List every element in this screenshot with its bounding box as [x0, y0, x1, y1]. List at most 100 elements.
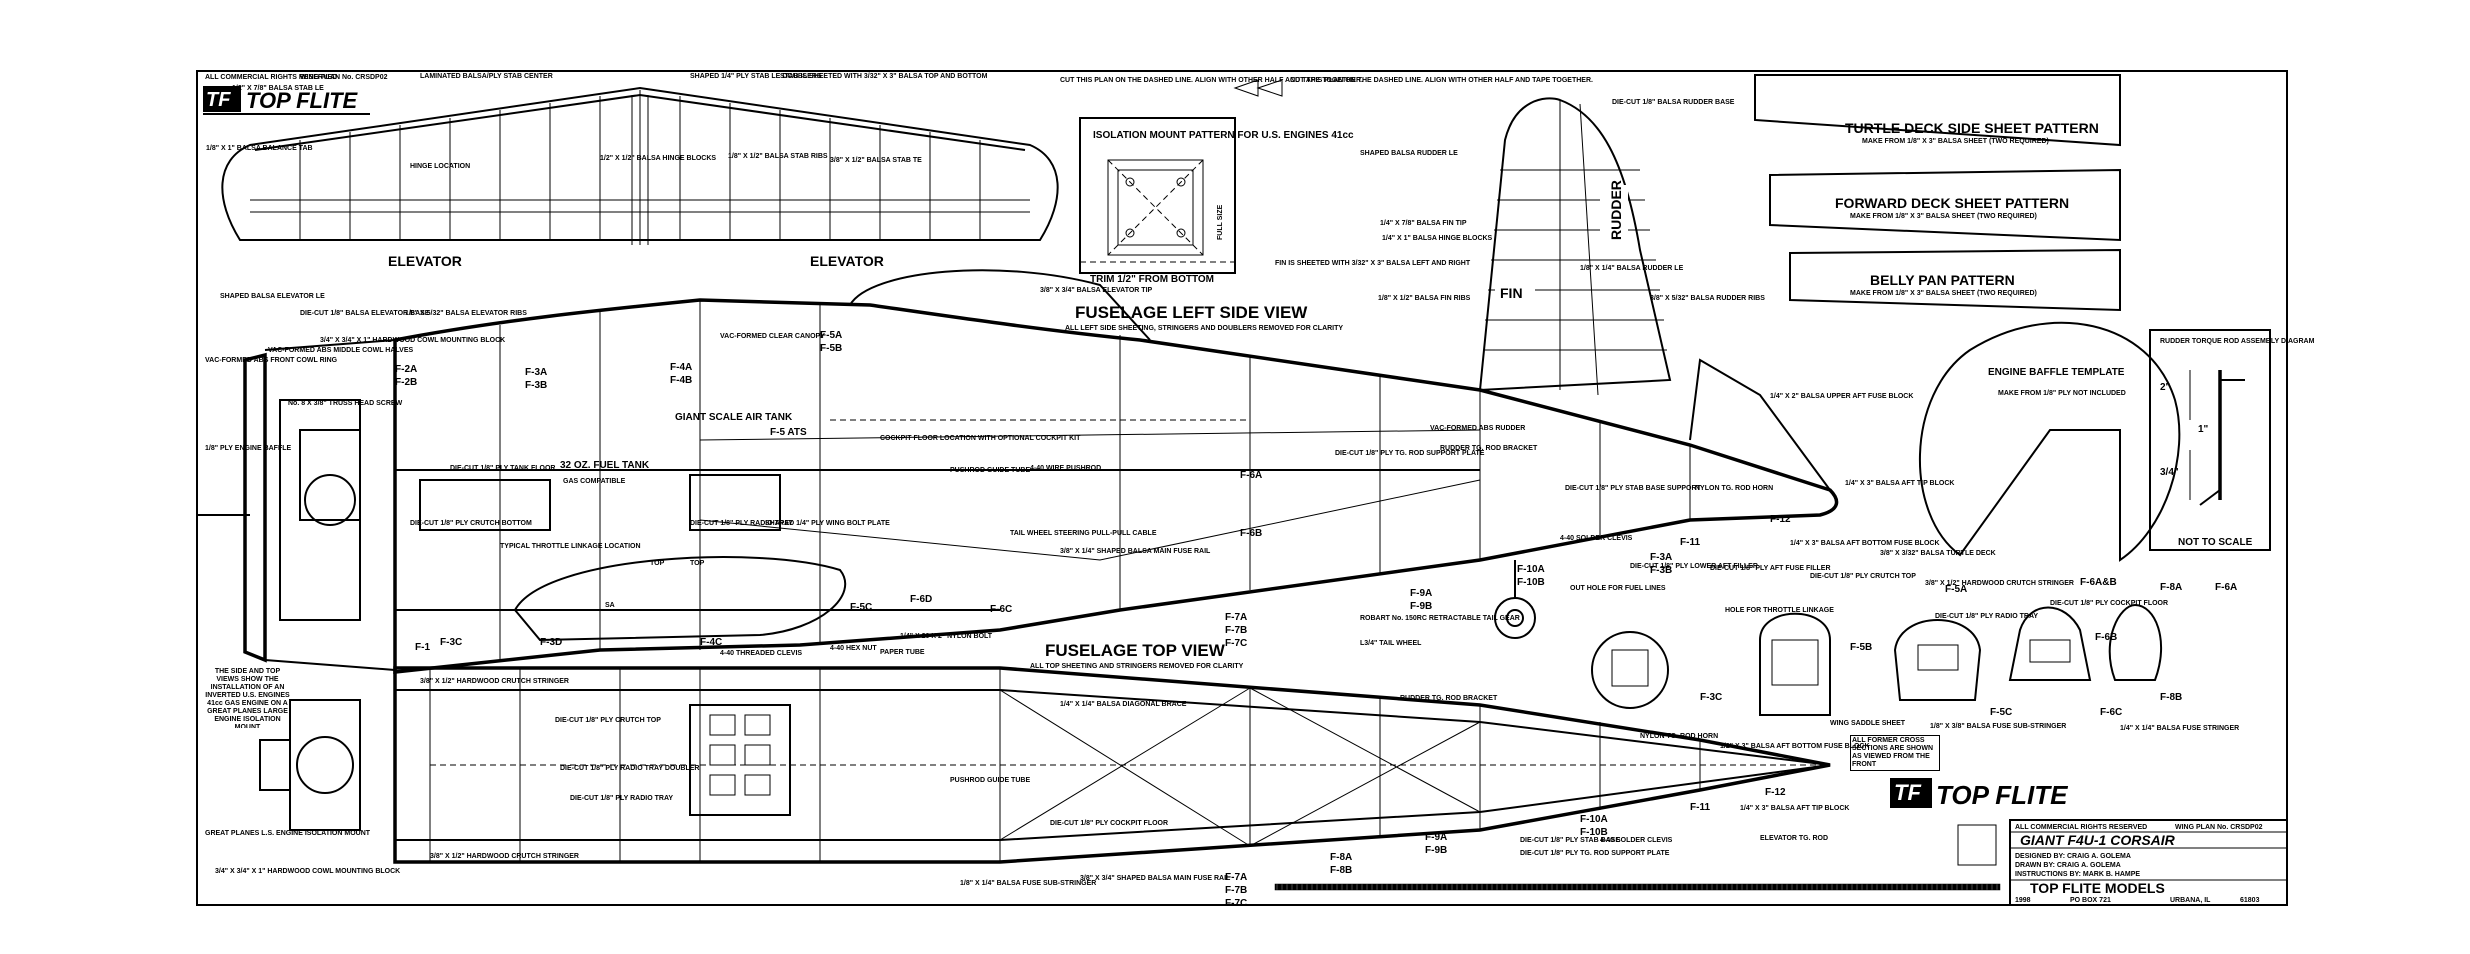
side-view-title: FUSELAGE LEFT SIDE VIEW [1075, 303, 1308, 322]
svg-text:TOP FLITE: TOP FLITE [246, 88, 359, 113]
svg-text:F-7C: F-7C [1225, 638, 1247, 649]
svg-text:F-10A: F-10A [1517, 564, 1545, 575]
belly-pan-pattern: BELLY PAN PATTERN MAKE FROM 1/8" X 3" BA… [1789, 248, 2121, 312]
side-view-former-labels: F-2A F-2B F-1 F-3A F-3B F-4A F-4B F-5A F… [395, 330, 1791, 653]
fin-rudder-drawing: RUDDER FIN DIE-CUT 1/8" BALSA RUDDER BAS… [1275, 97, 1765, 396]
svg-text:TRIM 1/2" FROM BOTTOM: TRIM 1/2" FROM BOTTOM [1090, 274, 1214, 285]
svg-text:GIANT SCALE AIR TANK: GIANT SCALE AIR TANK [675, 412, 793, 423]
svg-text:F-7A: F-7A [1225, 612, 1247, 623]
elevator-left-title: ELEVATOR [388, 253, 462, 269]
svg-text:F-8B: F-8B [2160, 692, 2182, 703]
header-rights: ALL COMMERCIAL RIGHTS RESERVED [205, 74, 337, 81]
svg-text:TF: TF [1894, 780, 1921, 805]
header-plan-no: WING PLAN No. CRSDP02 [300, 74, 388, 81]
svg-text:F-10B: F-10B [1517, 577, 1545, 588]
svg-text:3/8" X 1/2" HARDWOOD CRUTCH ST: 3/8" X 1/2" HARDWOOD CRUTCH STRINGER [420, 678, 569, 685]
svg-text:F-6C: F-6C [990, 604, 1012, 615]
cut-arrow-icon [1233, 79, 1283, 97]
svg-text:FULL SIZE: FULL SIZE [1217, 204, 1224, 240]
svg-text:GAS COMPATIBLE: GAS COMPATIBLE [563, 478, 626, 485]
svg-text:DIE-CUT 1/8" PLY RADIO TRAY: DIE-CUT 1/8" PLY RADIO TRAY [1935, 613, 2038, 620]
svg-text:F-6A: F-6A [2215, 582, 2237, 593]
svg-text:FIN IS SHEETED WITH 3/32" X 3": FIN IS SHEETED WITH 3/32" X 3" BALSA LEF… [1275, 260, 1471, 267]
svg-text:4-40 THREADED CLEVIS: 4-40 THREADED CLEVIS [720, 650, 802, 657]
svg-text:ROBART No. 150RC RETRACTABLE T: ROBART No. 150RC RETRACTABLE TAIL GEAR [1360, 615, 1520, 622]
svg-text:F-12: F-12 [1765, 787, 1786, 798]
svg-text:DIE-CUT 1/8" PLY RADIO TRAY: DIE-CUT 1/8" PLY RADIO TRAY [690, 520, 793, 527]
top-view-former-labels: F-7A F-7B F-7C F-8A F-8B F-9A F-9B F-10A… [1225, 787, 1786, 909]
svg-text:1/2" X 3" BALSA AFT BOTTOM FUS: 1/2" X 3" BALSA AFT BOTTOM FUSE BLOCK [1720, 743, 1870, 750]
svg-text:1": 1" [2198, 424, 2209, 435]
svg-text:F-6A&B: F-6A&B [2080, 577, 2117, 588]
side-view-subtitle: ALL LEFT SIDE SHEETING, STRINGERS AND DO… [1065, 325, 1343, 332]
top-view-note: THE SIDE AND TOP VIEWS SHOW THE INSTALLA… [205, 668, 289, 728]
svg-text:F-7B: F-7B [1225, 885, 1247, 896]
top-view-callouts: 3/8" X 1/2" HARDWOOD CRUTCH STRINGER DIE… [205, 678, 1870, 887]
svg-text:F-3B: F-3B [1650, 565, 1672, 576]
svg-text:COCKPIT FLOOR LOCATION WITH OP: COCKPIT FLOOR LOCATION WITH OPTIONAL COC… [880, 435, 1081, 442]
svg-text:F-5C: F-5C [850, 602, 872, 613]
svg-text:F-6C: F-6C [2100, 707, 2122, 718]
svg-text:F-6A: F-6A [1240, 470, 1262, 481]
svg-text:SHAPED 1/4" PLY WING BOLT PLAT: SHAPED 1/4" PLY WING BOLT PLATE [765, 520, 890, 527]
svg-text:GREAT PLANES L.S. ENGINE ISOLA: GREAT PLANES L.S. ENGINE ISOLATION MOUNT [205, 830, 371, 837]
instructions-by: INSTRUCTIONS BY: MARK B. HAMPE [2015, 871, 2140, 878]
svg-text:WING SADDLE SHEET: WING SADDLE SHEET [1830, 720, 1906, 727]
title-block-logo: TF TOP FLITE [1890, 778, 2068, 810]
svg-text:LAMINATED BALSA/PLY STAB CENTE: LAMINATED BALSA/PLY STAB CENTER [420, 73, 553, 80]
svg-text:F-9A: F-9A [1425, 832, 1447, 843]
svg-text:1/4" X 7/8" BALSA FIN TIP: 1/4" X 7/8" BALSA FIN TIP [1380, 220, 1467, 227]
svg-text:NYLON TG. ROD HORN: NYLON TG. ROD HORN [1695, 485, 1773, 492]
svg-text:DIE-CUT 1/8" PLY RADIO TRAY: DIE-CUT 1/8" PLY RADIO TRAY [570, 795, 673, 802]
rudder-title: RUDDER [1608, 180, 1624, 240]
svg-text:TURTLE DECK SIDE SHEET PATTERN: TURTLE DECK SIDE SHEET PATTERN [1845, 120, 2099, 136]
svg-text:DIE-CUT 1/8" PLY COCKPIT FLOOR: DIE-CUT 1/8" PLY COCKPIT FLOOR [2050, 600, 2168, 607]
svg-text:1/8" X 1/2" BALSA FIN RIBS: 1/8" X 1/2" BALSA FIN RIBS [1378, 295, 1471, 302]
svg-text:4-40 SOLDER CLEVIS: 4-40 SOLDER CLEVIS [1560, 535, 1633, 542]
svg-text:F-1: F-1 [415, 642, 430, 653]
model-name: GIANT F4U-1 CORSAIR [2020, 832, 2176, 848]
svg-text:DIE-CUT 1/8" PLY TANK FLOOR: DIE-CUT 1/8" PLY TANK FLOOR [450, 465, 555, 472]
svg-text:VAC-FORMED ABS RUDDER: VAC-FORMED ABS RUDDER [1430, 425, 1525, 432]
svg-text:ISOLATION MOUNT PATTERN FOR U.: ISOLATION MOUNT PATTERN FOR U.S. ENGINES… [1093, 130, 1354, 141]
top-view-title: FUSELAGE TOP VIEW [1045, 641, 1226, 660]
svg-text:3/8" X 1/4" SHAPED BALSA MAIN: 3/8" X 1/4" SHAPED BALSA MAIN FUSE RAIL [1060, 548, 1211, 555]
svg-text:1/8" PLY ENGINE BAFFLE: 1/8" PLY ENGINE BAFFLE [205, 445, 292, 452]
svg-text:F-3B: F-3B [525, 380, 547, 391]
svg-text:No. 8 X 3/8" TRUSS HEAD SCREW: No. 8 X 3/8" TRUSS HEAD SCREW [288, 400, 403, 407]
svg-text:VAC-FORMED CLEAR CANOPY: VAC-FORMED CLEAR CANOPY [720, 333, 825, 340]
svg-text:MAKE FROM 1/8" X 3" BALSA SHEE: MAKE FROM 1/8" X 3" BALSA SHEET (TWO REQ… [1862, 138, 2049, 145]
forward-deck-pattern: FORWARD DECK SHEET PATTERN MAKE FROM 1/8… [1769, 168, 2121, 242]
scale-ruler [1274, 883, 2001, 891]
svg-text:PAPER TUBE: PAPER TUBE [880, 649, 925, 656]
svg-text:F-5A: F-5A [820, 330, 842, 341]
svg-text:SHAPED BALSA ELEVATOR LE: SHAPED BALSA ELEVATOR LE [220, 293, 325, 300]
svg-text:DIE-CUT 1/8" PLY CRUTCH TOP: DIE-CUT 1/8" PLY CRUTCH TOP [1810, 573, 1916, 580]
svg-text:3/8" X 3/4" SHAPED BALSA MAIN: 3/8" X 3/4" SHAPED BALSA MAIN FUSE RAIL [1080, 875, 1231, 882]
isolation-mount-pattern: ISOLATION MOUNT PATTERN FOR U.S. ENGINES… [1079, 117, 1354, 285]
svg-text:DIE-CUT 1/8" PLY COCKPIT FLOOR: DIE-CUT 1/8" PLY COCKPIT FLOOR [1050, 820, 1168, 827]
svg-text:ENGINE BAFFLE TEMPLATE: ENGINE BAFFLE TEMPLATE [1988, 367, 2125, 378]
svg-text:SHAPED BALSA RUDDER LE: SHAPED BALSA RUDDER LE [1360, 150, 1458, 157]
svg-text:F-3A: F-3A [525, 367, 547, 378]
svg-text:TYPICAL THROTTLE LINKAGE LOCAT: TYPICAL THROTTLE LINKAGE LOCATION [500, 543, 641, 550]
svg-text:1/8" X 3/8" BALSA FUSE SUB-STR: 1/8" X 3/8" BALSA FUSE SUB-STRINGER [1930, 723, 2066, 730]
svg-text:F-4B: F-4B [670, 375, 692, 386]
svg-text:F-2A: F-2A [395, 364, 417, 375]
svg-text:F-12: F-12 [1770, 514, 1791, 525]
svg-text:1/8" X 1/2" BALSA STAB RIBS: 1/8" X 1/2" BALSA STAB RIBS [728, 153, 828, 160]
fin-title: FIN [1500, 285, 1523, 301]
svg-text:TOP: TOP [690, 560, 705, 567]
side-view-callouts: VAC-FORMED ABS FRONT COWL RING VAC-FORME… [205, 333, 1954, 657]
svg-text:HINGE LOCATION: HINGE LOCATION [410, 163, 470, 170]
svg-text:F-7C: F-7C [1225, 898, 1247, 909]
svg-text:DIE-CUT 1/8" BALSA RUDDER BASE: DIE-CUT 1/8" BALSA RUDDER BASE [1612, 99, 1735, 106]
svg-text:F-8A: F-8A [1330, 852, 1352, 863]
sheet-border [196, 70, 2288, 906]
svg-text:2": 2" [2160, 382, 2171, 393]
svg-text:NOT TO SCALE: NOT TO SCALE [2178, 537, 2253, 548]
svg-text:NYLON TG. ROD HORN: NYLON TG. ROD HORN [1640, 733, 1718, 740]
svg-text:DIE-CUT 1/8" PLY CRUTCH TOP: DIE-CUT 1/8" PLY CRUTCH TOP [555, 717, 661, 724]
svg-text:3/8" X 1/2" HARDWOOD CRUTCH ST: 3/8" X 1/2" HARDWOOD CRUTCH STRINGER [430, 853, 579, 860]
svg-text:TOP: TOP [650, 560, 665, 567]
